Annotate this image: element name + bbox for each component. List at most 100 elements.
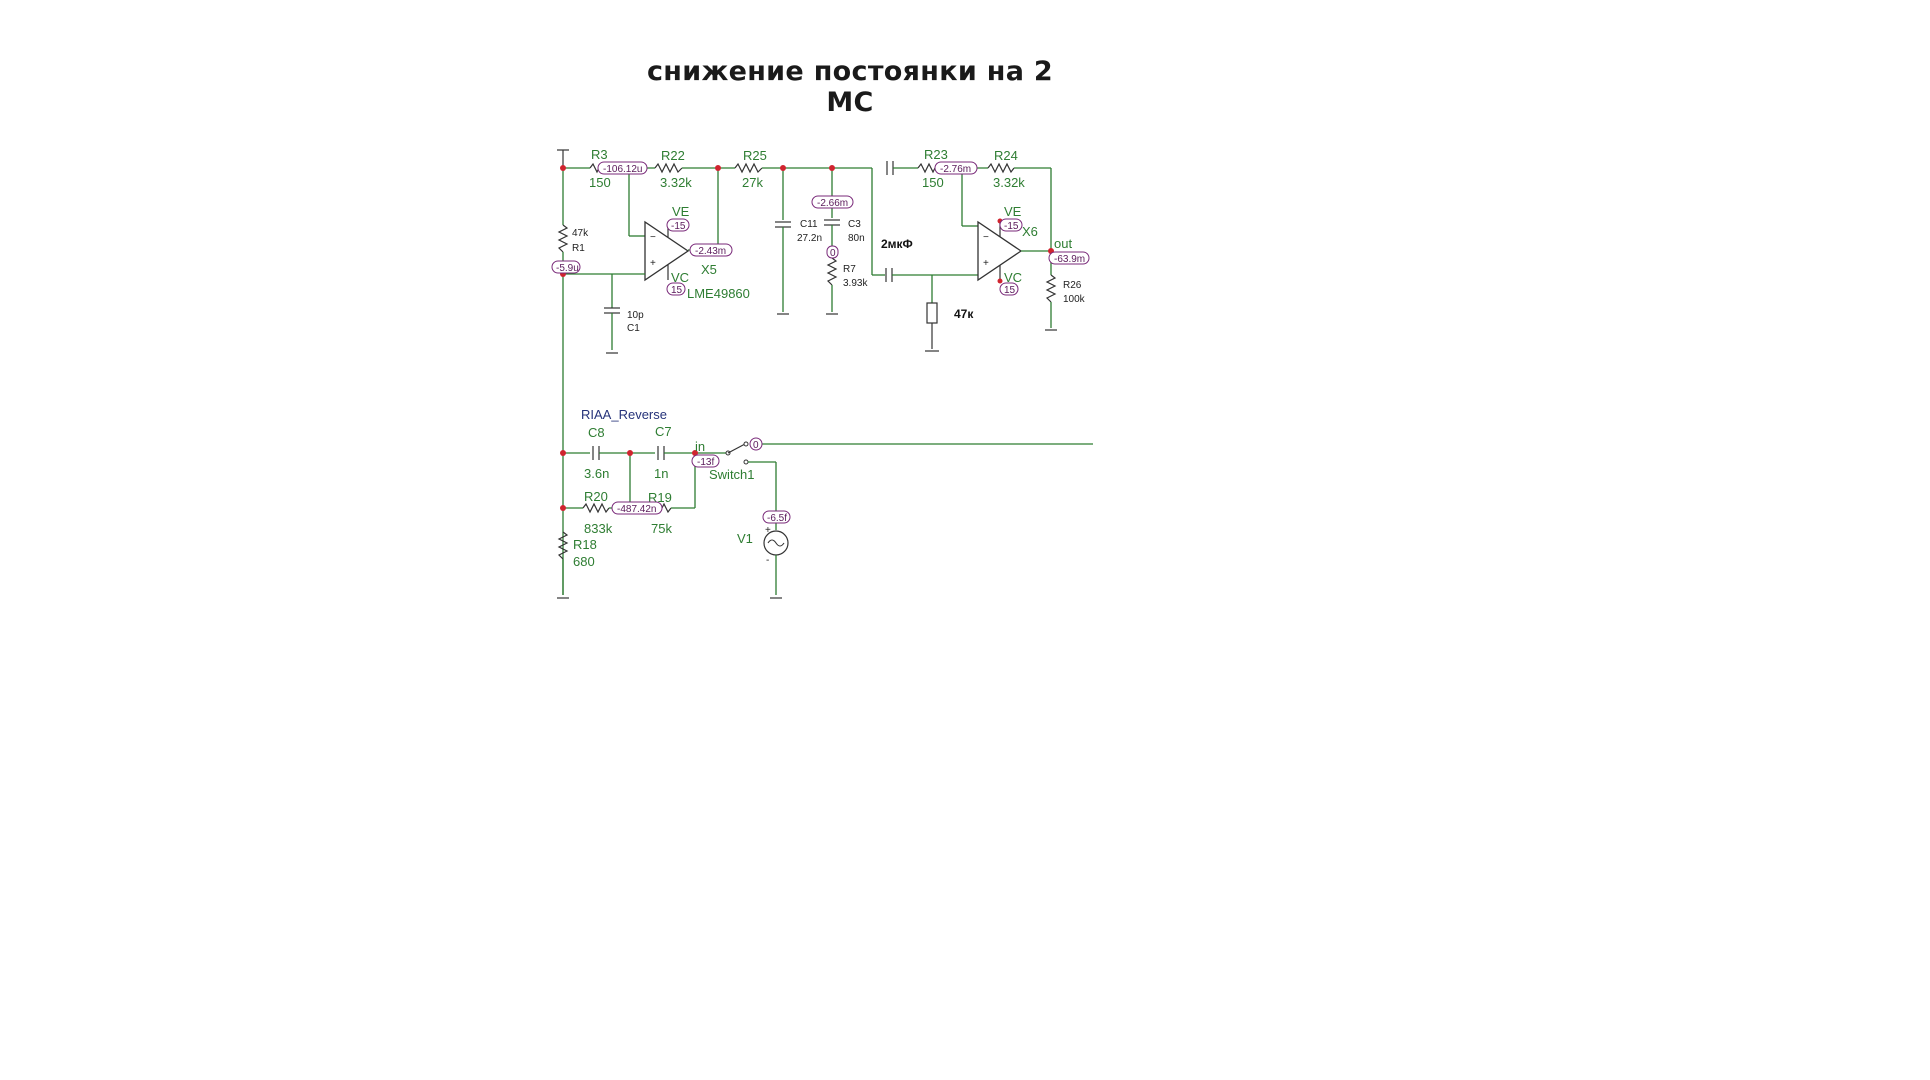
svg-text:0: 0 (830, 248, 836, 259)
label-r26-value: 100k (1063, 294, 1086, 305)
label-c11-value: 27.2n (797, 233, 822, 244)
label-r24-value: 3.32k (993, 175, 1025, 190)
label-x5-ve: VE (672, 204, 690, 219)
label-r25-name: R25 (743, 148, 767, 163)
label-r26-name: R26 (1063, 280, 1082, 291)
probe-r7[interactable]: 0 (826, 245, 839, 259)
switch-1[interactable] (727, 443, 746, 454)
probe-v1[interactable]: -6.5f (762, 510, 791, 524)
label-c1-value: 10p (627, 310, 644, 321)
label-r24-name: R24 (994, 148, 1018, 163)
label-r1-value: 47k (572, 228, 589, 239)
label-r7-name: R7 (843, 264, 856, 275)
riaa-network (557, 441, 1093, 599)
label-r20-name: R20 (584, 489, 608, 504)
component-labels: R3 150 R22 3.32k R25 27k 47k R1 10p C1 V… (572, 147, 1086, 569)
label-switch-name: Switch1 (709, 467, 755, 482)
probe-x6-vc[interactable]: 15 (999, 282, 1019, 296)
label-c7-name: C7 (655, 424, 672, 439)
svg-text:-15: -15 (1004, 221, 1019, 232)
resistor-r1[interactable] (557, 224, 569, 253)
label-coupling-cap: 2мкФ (881, 237, 913, 251)
svg-text:15: 15 (671, 285, 683, 296)
label-c8-name: C8 (588, 425, 605, 440)
label-c7-value: 1n (654, 466, 668, 481)
probe-r1[interactable]: -5.9u (551, 260, 581, 274)
svg-text:0: 0 (753, 440, 759, 451)
label-out: out (1054, 236, 1072, 251)
svg-text:−: − (650, 232, 656, 243)
resistor-r24[interactable] (987, 162, 1015, 174)
probe-x6-ve[interactable]: -15 (999, 218, 1023, 232)
svg-text:-2.43m: -2.43m (695, 246, 726, 257)
probe-out[interactable]: -63.9m (1048, 251, 1090, 265)
label-c3-name: C3 (848, 219, 861, 230)
label-r7-value: 3.93k (843, 278, 868, 289)
label-v1-plus: + (765, 525, 771, 536)
probes: -106.12u -2.66m -15 -2.43m 15 -5.9u 0 -2… (551, 161, 1090, 524)
resistor-bias[interactable] (926, 302, 938, 324)
label-r22-value: 3.32k (660, 175, 692, 190)
label-c11-name: C11 (800, 219, 818, 230)
probe-r20[interactable]: -487.42n (611, 501, 663, 515)
label-x5-vc: VC (671, 270, 689, 285)
resistor-r20[interactable] (582, 502, 610, 514)
svg-text:-6.5f: -6.5f (767, 513, 787, 524)
label-r1-name: R1 (572, 243, 585, 254)
probe-in[interactable]: -13f (691, 454, 720, 468)
label-r19-value: 75k (651, 521, 672, 536)
resistor-r26[interactable] (1045, 274, 1057, 303)
probe-x5-vc[interactable]: 15 (666, 282, 686, 296)
label-v1-name: V1 (737, 531, 753, 546)
label-x6-name: X6 (1022, 224, 1038, 239)
label-x6-vc: VC (1004, 270, 1022, 285)
label-r20-value: 833k (584, 521, 613, 536)
svg-text:-106.12u: -106.12u (603, 164, 642, 175)
label-r23-value: 150 (922, 175, 944, 190)
junctions (560, 165, 1054, 511)
label-r18-value: 680 (573, 554, 595, 569)
probe-r3[interactable]: -106.12u (597, 161, 648, 175)
label-r18-name: R18 (573, 537, 597, 552)
label-riaa: RIAA_Reverse (581, 407, 667, 422)
svg-text:-15: -15 (671, 221, 686, 232)
resistor-r7[interactable] (826, 257, 838, 286)
svg-text:-2.76m: -2.76m (940, 164, 971, 175)
label-c8-value: 3.6n (584, 466, 609, 481)
label-c3-value: 80n (848, 233, 865, 244)
label-r25-value: 27k (742, 175, 763, 190)
label-x5-name: X5 (701, 262, 717, 277)
label-r19-name: R19 (648, 490, 672, 505)
probe-switch-out[interactable]: 0 (749, 437, 763, 451)
label-r3-name: R3 (591, 147, 608, 162)
svg-text:-2.66m: -2.66m (817, 198, 848, 209)
label-x6-ve: VE (1004, 204, 1022, 219)
label-switch-in: in (695, 439, 705, 454)
svg-text:+: + (983, 258, 989, 269)
svg-text:-487.42n: -487.42n (617, 504, 656, 515)
label-bias-resistor: 47к (954, 307, 974, 321)
svg-text:-63.9m: -63.9m (1054, 254, 1085, 265)
probe-r23[interactable]: -2.76m (934, 161, 978, 175)
svg-text:−: − (983, 232, 989, 243)
probe-x5-out[interactable]: -2.43m (689, 243, 733, 257)
resistor-r25[interactable] (734, 162, 763, 174)
stage-2: − + (886, 161, 1057, 352)
label-x5-part: LME49860 (687, 286, 750, 301)
svg-text:+: + (650, 258, 656, 269)
label-r23-name: R23 (924, 147, 948, 162)
probe-c3[interactable]: -2.66m (811, 195, 854, 209)
label-r22-name: R22 (661, 148, 685, 163)
svg-text:-13f: -13f (697, 457, 714, 468)
probe-x5-ve[interactable]: -15 (666, 218, 690, 232)
stage-1: − + (557, 149, 893, 595)
svg-text:-5.9u: -5.9u (556, 263, 579, 274)
opamp-x5[interactable] (644, 220, 690, 282)
svg-text:15: 15 (1004, 285, 1016, 296)
page-title: снижение постоянки на 2 МС (646, 56, 1054, 118)
label-r3-value: 150 (589, 175, 611, 190)
resistor-r22[interactable] (654, 162, 683, 174)
resistor-r18[interactable] (557, 531, 569, 560)
label-c1-name: C1 (627, 323, 640, 334)
